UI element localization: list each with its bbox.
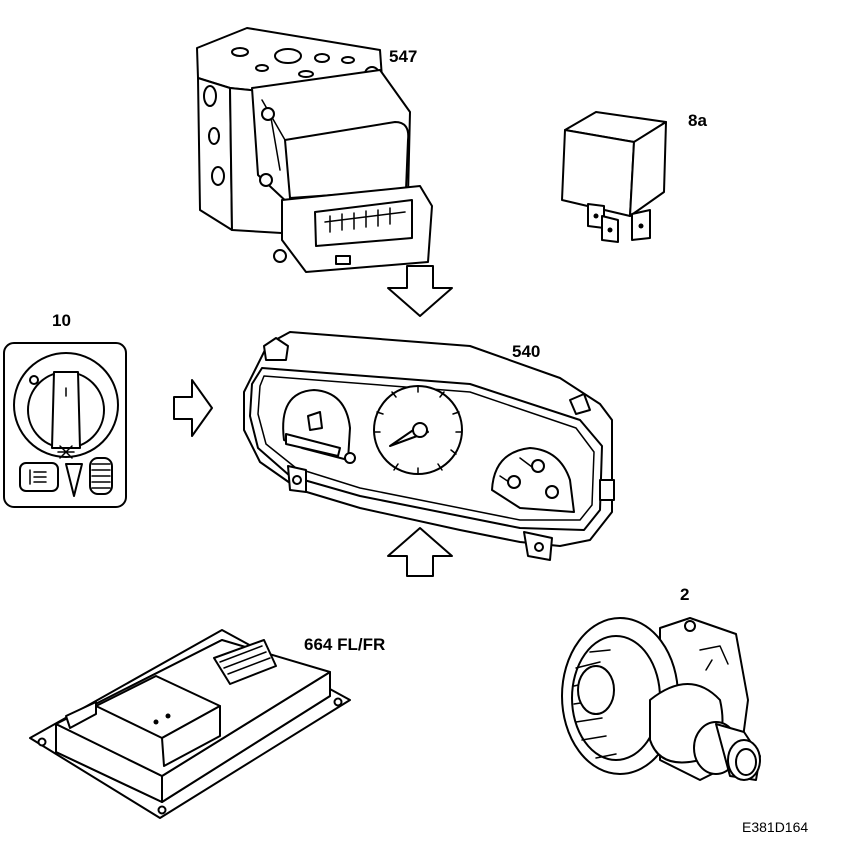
arrow-up [387,527,453,577]
abs-module-drawing [196,27,433,273]
figure-code: E381D164 [742,819,809,835]
label-light-switch: 10 [52,311,71,330]
label-instrument-cluster: 540 [512,342,541,361]
instrument-cluster-drawing [243,331,615,561]
arrow-right [173,379,213,437]
light-switch-drawing [3,342,127,508]
alternator-drawing [561,617,761,781]
label-control-module: 664 FL/FR [304,635,386,654]
label-relay: 8a [688,111,707,130]
relay-drawing [561,111,667,243]
label-abs-module: 547 [389,47,418,66]
label-alternator: 2 [680,585,690,604]
control-module-drawing [29,629,351,819]
arrow-down [387,265,453,317]
